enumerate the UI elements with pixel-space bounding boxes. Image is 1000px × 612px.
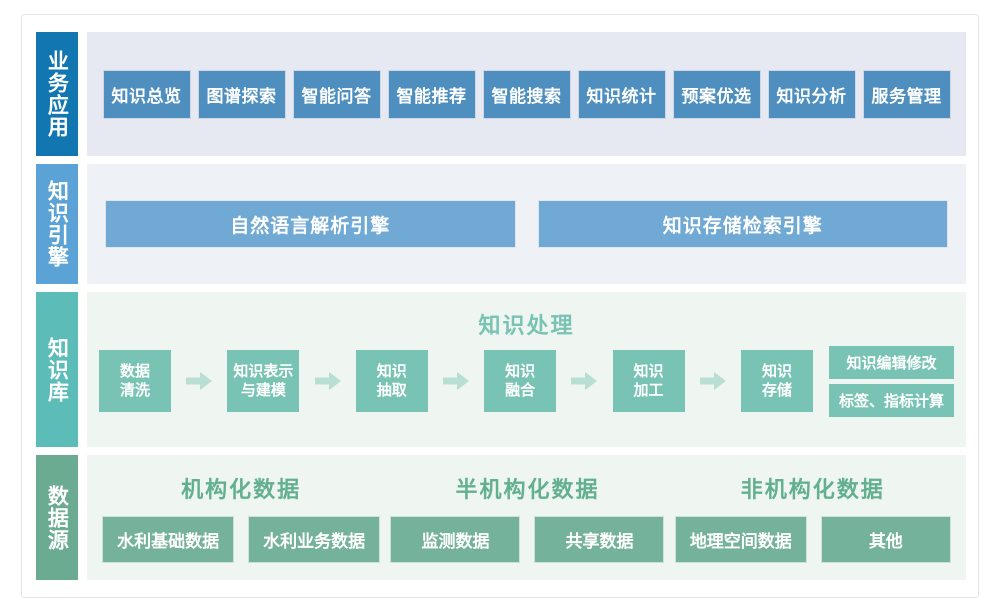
knowledge-base-side-boxes: 知识编辑修改 标签、指标计算	[828, 345, 954, 417]
pipeline-node-knowledge-extraction[interactable]: 知识 抽取	[355, 350, 428, 412]
sidebar-label-knowledge-engine: 知识引擎	[36, 164, 78, 284]
layer-row-knowledge-engine: 知识引擎 自然语言解析引擎 知识存储检索引擎	[36, 164, 966, 284]
side-box-knowledge-edit[interactable]: 知识编辑修改	[828, 345, 954, 379]
sidebar-label-data-sources: 数据源	[36, 455, 78, 580]
data-source-box-shared[interactable]: 共享数据	[534, 516, 665, 563]
app-chip-intelligent-recommend[interactable]: 智能推荐	[387, 69, 476, 119]
pipeline-node-line2: 融合	[505, 381, 536, 399]
data-source-box-other[interactable]: 其他	[820, 516, 951, 563]
data-source-group-title: 半机构化数据	[455, 478, 600, 503]
pipeline-node-line1: 知识	[376, 362, 407, 381]
pipeline-node-knowledge-processing[interactable]: 知识 加工	[612, 350, 685, 412]
data-source-box-monitoring[interactable]: 监测数据	[390, 516, 521, 563]
pipeline-node-knowledge-fusion[interactable]: 知识 融合	[484, 350, 557, 412]
knowledge-processing-title: 知识处理	[478, 314, 575, 339]
applications-panel: 知识总览 图谱探索 智能问答 智能推荐 智能搜索 知识统计 预案优选 知识分析 …	[87, 32, 966, 156]
engine-box-nlp[interactable]: 自然语言解析引擎	[105, 200, 516, 248]
data-source-group-structured: 机构化数据 水利基础数据 水利业务数据	[98, 455, 384, 580]
data-source-group-title: 机构化数据	[181, 478, 302, 503]
data-source-box-water-business[interactable]: 水利业务数据	[248, 516, 381, 563]
pipeline-node-line1: 知识	[633, 362, 664, 381]
layer-row-applications: 业务应用 知识总览 图谱探索 智能问答 智能推荐 智能搜索 知识统计 预案优选 …	[36, 32, 966, 156]
data-source-group-boxes: 监测数据 共享数据	[390, 516, 665, 563]
data-source-box-water-basic[interactable]: 水利基础数据	[102, 516, 235, 563]
pipeline-node-line1: 知识表示	[233, 362, 294, 381]
engine-box-storage-retrieval[interactable]: 知识存储检索引擎	[537, 200, 948, 248]
app-chip-plan-optimization[interactable]: 预案优选	[672, 69, 761, 119]
layer-row-data-sources: 数据源 机构化数据 水利基础数据 水利业务数据 半机构化数据 监测数据 共享数据…	[36, 455, 966, 580]
app-chip-knowledge-statistics[interactable]: 知识统计	[577, 69, 666, 119]
arrow-right-icon	[432, 372, 480, 390]
pipeline-node-line2: 抽取	[376, 381, 407, 399]
side-box-tag-metric-calculation[interactable]: 标签、指标计算	[828, 383, 954, 417]
pipeline-node-line2: 与建模	[240, 381, 286, 399]
diagram-outer-frame	[21, 14, 979, 598]
knowledge-engine-panel: 自然语言解析引擎 知识存储检索引擎	[87, 164, 966, 284]
pipeline-node-representation-modeling[interactable]: 知识表示 与建模	[227, 350, 300, 412]
pipeline-node-line2: 加工	[633, 381, 664, 399]
arrow-right-icon	[303, 372, 351, 390]
app-chip-graph-exploration[interactable]: 图谱探索	[197, 69, 286, 119]
data-source-group-unstructured: 非机构化数据 地理空间数据 其他	[671, 455, 955, 580]
arrow-right-icon	[689, 372, 737, 390]
pipeline-node-line1: 知识	[505, 362, 536, 381]
data-source-group-boxes: 水利基础数据 水利业务数据	[102, 516, 381, 563]
data-source-box-geospatial[interactable]: 地理空间数据	[674, 516, 807, 563]
data-source-group-semi-structured: 半机构化数据 监测数据 共享数据	[386, 455, 668, 580]
sidebar-label-applications: 业务应用	[36, 32, 78, 156]
pipeline-node-line2: 清洗	[119, 381, 150, 399]
app-chip-intelligent-qa[interactable]: 智能问答	[292, 69, 381, 119]
data-source-group-boxes: 地理空间数据 其他	[674, 516, 951, 563]
knowledge-base-panel: 知识处理 数据 清洗 知识表示 与建模	[87, 292, 966, 447]
app-chip-service-management[interactable]: 服务管理	[862, 69, 951, 119]
pipeline-node-line1: 数据	[119, 362, 150, 381]
app-chip-knowledge-overview[interactable]: 知识总览	[102, 69, 191, 119]
pipeline-node-line2: 存储	[761, 381, 792, 399]
sidebar-label-knowledge-base: 知识库	[36, 292, 78, 447]
app-chip-intelligent-search[interactable]: 智能搜索	[482, 69, 571, 119]
arrow-right-icon	[560, 372, 608, 390]
data-source-group-title: 非机构化数据	[740, 478, 885, 503]
pipeline-node-line1: 知识	[761, 362, 792, 381]
knowledge-processing-pipeline: 数据 清洗 知识表示 与建模	[99, 345, 954, 417]
pipeline-node-data-cleaning[interactable]: 数据 清洗	[99, 350, 171, 412]
arrow-right-icon	[175, 372, 223, 390]
pipeline-node-knowledge-storage[interactable]: 知识 存储	[740, 350, 813, 412]
layer-row-knowledge-base: 知识库 知识处理 数据 清洗 知识表示 与建模	[36, 292, 966, 447]
app-chip-knowledge-analysis[interactable]: 知识分析	[767, 69, 856, 119]
data-sources-panel: 机构化数据 水利基础数据 水利业务数据 半机构化数据 监测数据 共享数据 非机构…	[87, 455, 966, 580]
